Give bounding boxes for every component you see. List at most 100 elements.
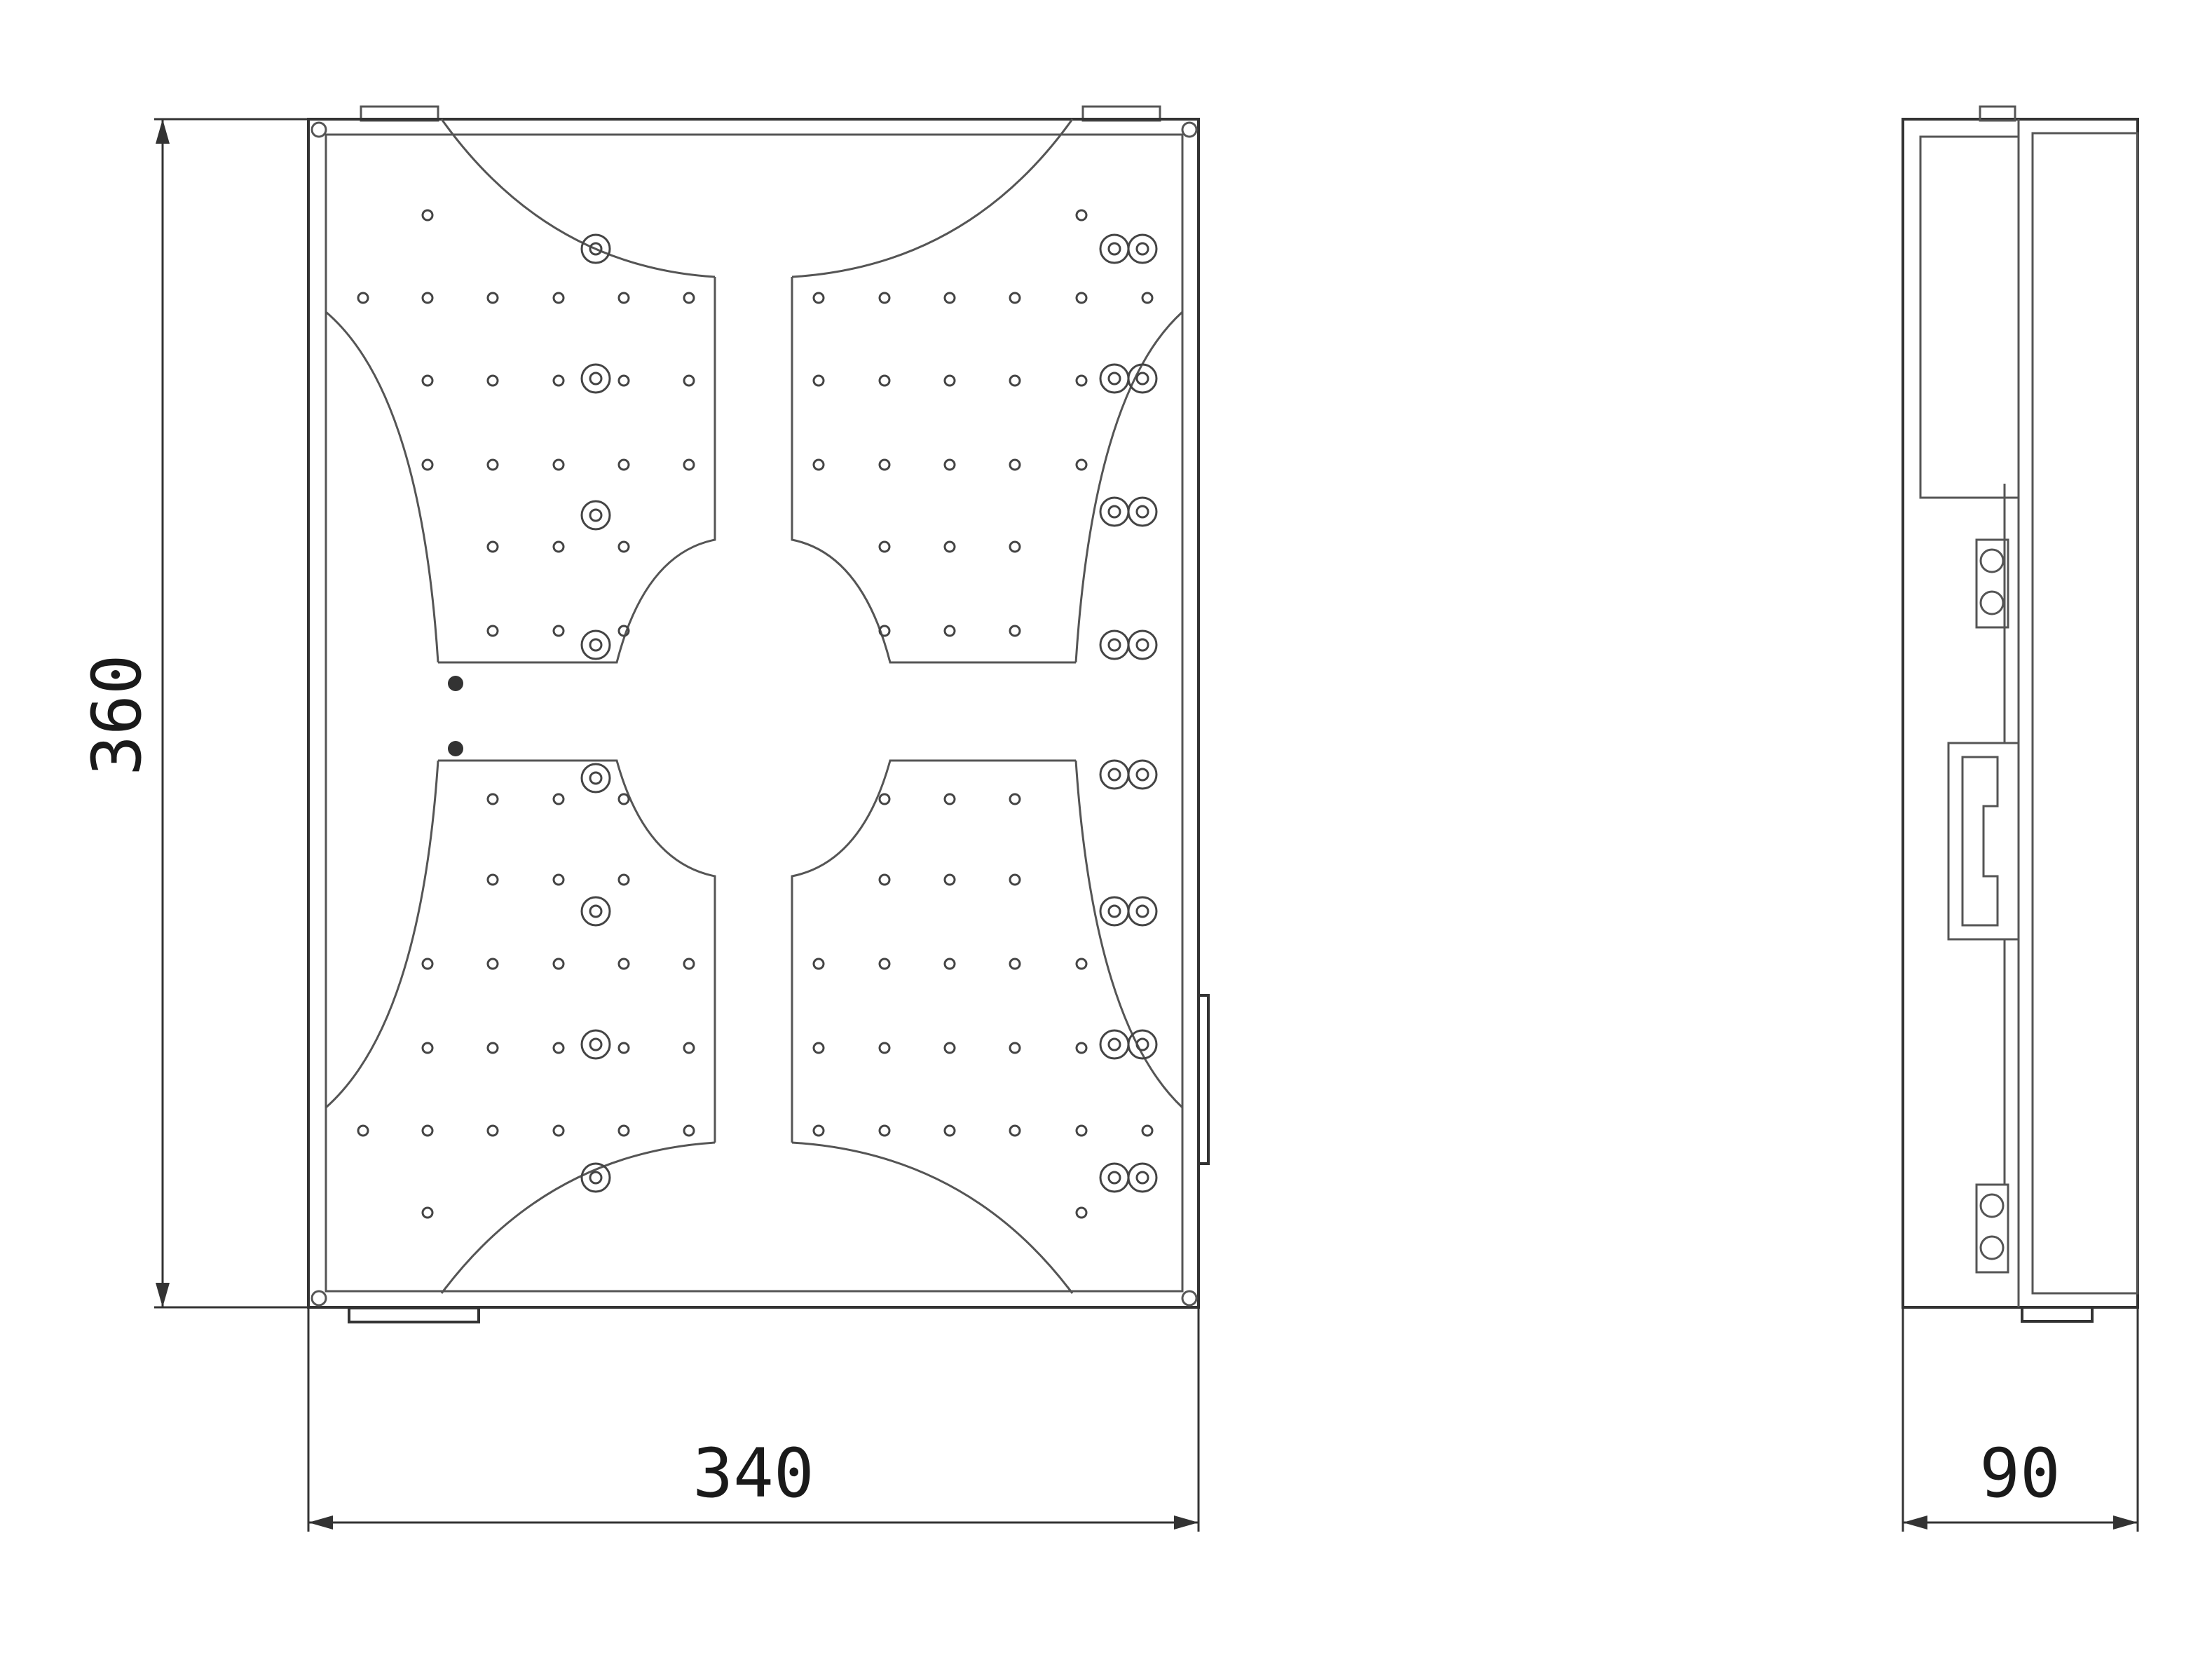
mount-hole-center	[1135, 1171, 1149, 1185]
small-hole	[812, 458, 825, 471]
mount-hole	[1099, 233, 1130, 264]
small-hole	[683, 958, 695, 970]
small-hole	[1009, 1124, 1021, 1137]
small-hole	[552, 292, 565, 304]
mount-hole-center	[1107, 1171, 1121, 1185]
small-hole	[812, 292, 825, 304]
small-hole	[1009, 374, 1021, 387]
mount-hole	[1099, 629, 1130, 660]
side-bracket-hole	[1979, 548, 2005, 573]
small-hole	[878, 1124, 891, 1137]
small-hole	[552, 374, 565, 387]
small-hole	[617, 793, 630, 805]
mount-hole-center	[1107, 372, 1121, 386]
mount-hole-center	[1107, 242, 1121, 256]
small-hole	[1141, 1124, 1154, 1137]
dimension-width: 340	[307, 1307, 1200, 1532]
small-hole	[878, 292, 891, 304]
side-body-edge	[2031, 132, 2139, 1295]
small-hole	[486, 793, 499, 805]
mount-hole	[1099, 363, 1130, 394]
mount-hole	[1127, 1029, 1158, 1060]
small-hole	[617, 458, 630, 471]
mount-hole-center	[1107, 1037, 1121, 1051]
small-hole	[486, 292, 499, 304]
mount-hole	[580, 629, 611, 660]
mount-hole	[580, 233, 611, 264]
mount-hole	[580, 1162, 611, 1193]
front-corner-dot	[1181, 1290, 1198, 1307]
small-hole	[552, 1042, 565, 1054]
side-bracket-hole	[1979, 1193, 2005, 1218]
mount-hole-center	[1107, 638, 1121, 652]
side-bracket-bottom	[1975, 1183, 2009, 1274]
small-hole	[421, 958, 434, 970]
small-hole	[1075, 374, 1088, 387]
mount-hole-center	[1135, 1037, 1149, 1051]
front-inner-panel	[325, 133, 1184, 1293]
mount-hole-center	[1135, 768, 1149, 782]
dimension-height: 360	[78, 118, 308, 1309]
front-corner-dot	[310, 1290, 327, 1307]
small-hole	[1075, 209, 1088, 222]
small-hole	[552, 793, 565, 805]
mount-hole-center	[1135, 904, 1149, 918]
small-hole	[357, 292, 369, 304]
front-corner-dot	[1181, 121, 1198, 138]
height-dimension-label: 360	[78, 654, 156, 775]
small-hole	[812, 1042, 825, 1054]
small-hole	[878, 625, 891, 637]
small-hole	[421, 1206, 434, 1219]
side-top-block	[1919, 135, 2020, 499]
mount-hole	[1099, 1029, 1130, 1060]
front-hole-pattern	[357, 209, 1158, 1219]
front-plate-outline	[325, 118, 1184, 1294]
small-hole	[1009, 625, 1021, 637]
side-bracket-hole	[1979, 590, 2005, 615]
small-hole	[683, 1042, 695, 1054]
small-hole	[943, 1124, 956, 1137]
mount-hole	[1127, 759, 1158, 790]
small-hole	[486, 540, 499, 553]
side-top-tab	[1979, 105, 2016, 122]
small-hole	[683, 458, 695, 471]
small-hole	[421, 292, 434, 304]
mount-hole	[1127, 233, 1158, 264]
small-hole	[812, 958, 825, 970]
small-hole	[486, 625, 499, 637]
small-hole	[421, 209, 434, 222]
small-hole	[552, 625, 565, 637]
small-hole	[617, 958, 630, 970]
small-hole	[683, 1124, 695, 1137]
small-hole	[812, 374, 825, 387]
small-hole	[486, 1124, 499, 1137]
small-hole	[357, 1124, 369, 1137]
small-hole	[421, 458, 434, 471]
mount-hole-center	[1135, 505, 1149, 519]
small-hole	[943, 292, 956, 304]
small-hole	[617, 374, 630, 387]
mount-hole	[580, 500, 611, 531]
small-hole	[943, 540, 956, 553]
mount-hole	[1099, 759, 1130, 790]
small-hole	[617, 1124, 630, 1137]
side-clamp-inner	[1961, 756, 1999, 927]
mount-hole	[580, 763, 611, 793]
small-hole	[486, 374, 499, 387]
mount-hole	[1127, 896, 1158, 927]
small-hole	[878, 1042, 891, 1054]
small-hole	[1009, 458, 1021, 471]
small-hole	[617, 540, 630, 553]
mount-hole-center	[1107, 904, 1121, 918]
small-hole	[1075, 958, 1088, 970]
mount-hole-center	[589, 508, 603, 522]
small-hole	[486, 873, 499, 886]
small-hole	[552, 540, 565, 553]
small-hole	[1075, 1206, 1088, 1219]
small-hole	[812, 1124, 825, 1137]
mount-hole	[580, 896, 611, 927]
small-hole	[1075, 1042, 1088, 1054]
small-hole	[1075, 292, 1088, 304]
small-hole	[878, 958, 891, 970]
